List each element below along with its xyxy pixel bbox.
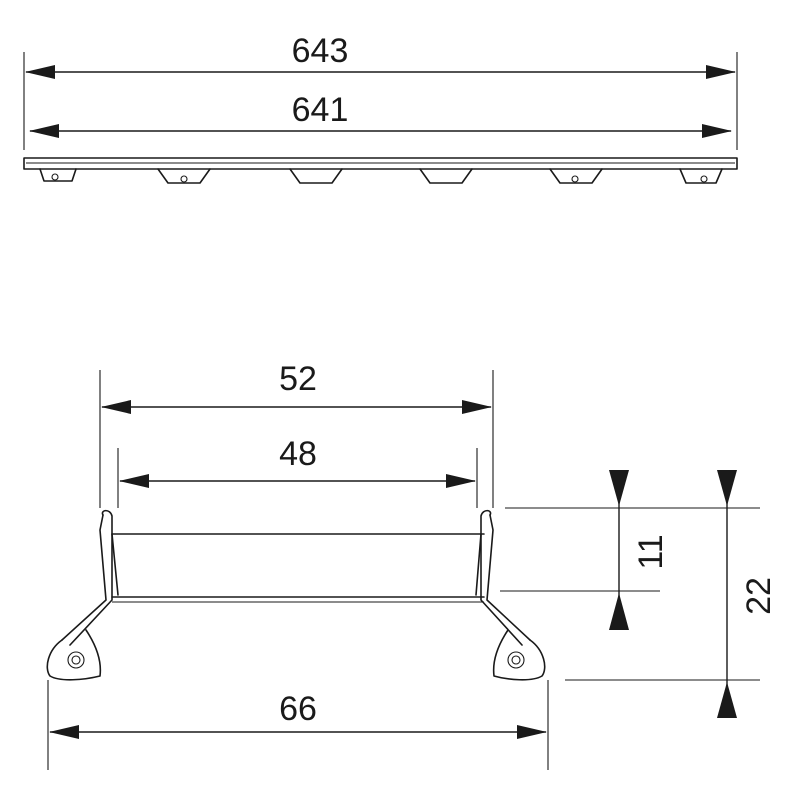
mounting-tab-3	[289, 168, 343, 184]
cross-section-view: 52 48	[46, 360, 778, 770]
left-foot-hole	[67, 651, 85, 669]
left-wall-outer	[61, 514, 107, 641]
dimension-overall-length: 643	[292, 32, 349, 70]
arrowhead-22-bottom	[717, 682, 737, 718]
mounting-hole-6	[700, 175, 708, 183]
top-view: 643 641	[23, 32, 738, 184]
dimension-total-height: 22	[740, 577, 778, 615]
dimension-grate-height: 11	[632, 534, 670, 569]
arrowhead-11-bottom	[609, 593, 629, 630]
grate-profile-side	[23, 157, 738, 184]
mounting-tab-5	[549, 168, 603, 184]
mounting-tab-6	[679, 168, 723, 184]
dimension-bottom-width: 66	[279, 690, 317, 728]
mounting-hole-2	[180, 175, 188, 183]
right-wall-outer	[486, 514, 531, 641]
left-foot-hole-inner	[71, 655, 81, 665]
mounting-hole-1	[51, 173, 59, 181]
left-wall-inner	[69, 533, 113, 646]
dimension-inner-length: 641	[292, 91, 349, 129]
right-lip	[475, 509, 492, 596]
mounting-tab-4	[419, 168, 473, 184]
right-foot	[492, 629, 546, 681]
mounting-tab-2	[157, 168, 211, 184]
dimension-top-outer-width: 52	[279, 360, 317, 398]
right-foot-hole	[507, 651, 525, 669]
right-foot-hole-inner	[511, 655, 521, 665]
mounting-tab-1	[39, 168, 77, 182]
mounting-hole-5	[571, 175, 579, 183]
grate-cross-section	[46, 509, 546, 681]
arrowhead-22-top	[717, 470, 737, 506]
left-lip	[101, 509, 119, 596]
left-foot	[46, 629, 102, 681]
grate-strip	[23, 157, 738, 170]
dimension-top-inner-width: 48	[279, 435, 317, 473]
arrowhead-11-top	[609, 470, 629, 506]
